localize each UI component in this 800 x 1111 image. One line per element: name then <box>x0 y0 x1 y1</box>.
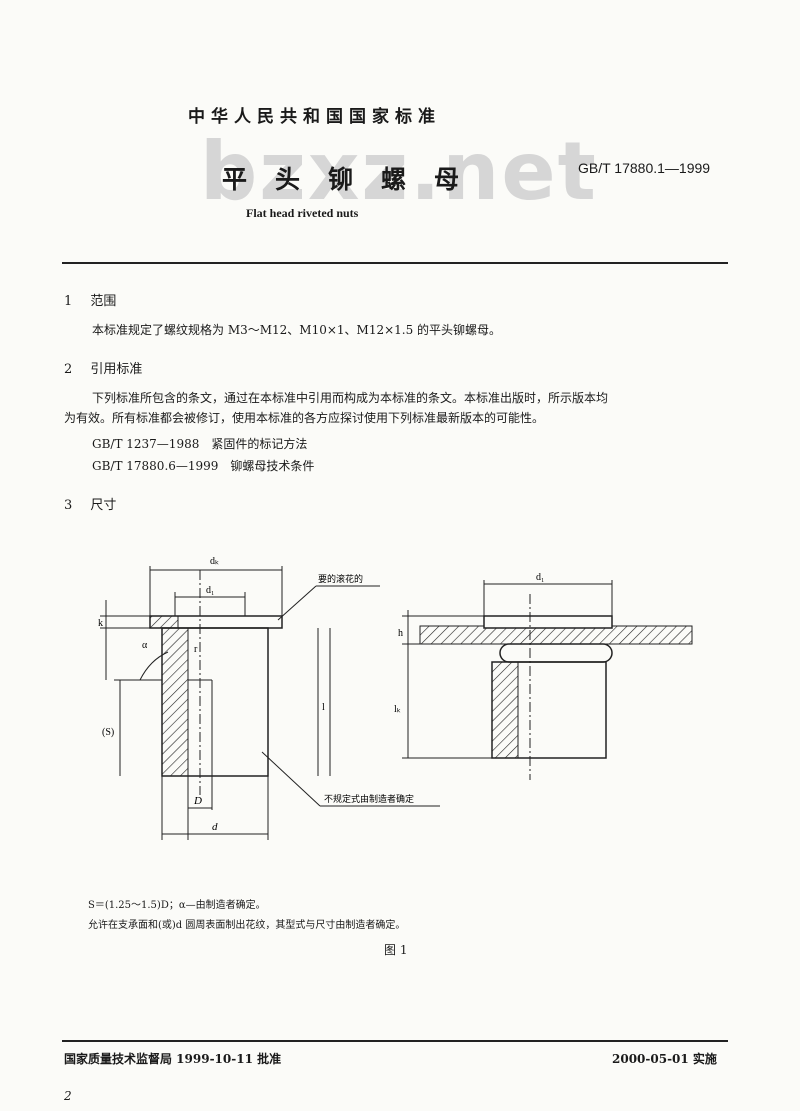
dim-h: h <box>398 628 403 639</box>
reference-1: GB/T 1237—1988 紧固件的标记方法 <box>92 437 308 451</box>
dim-d: d <box>212 821 218 833</box>
document-title-en: Flat head riveted nuts <box>246 206 359 220</box>
dim-d1: d₁ <box>206 585 215 596</box>
label-r: r <box>194 644 198 655</box>
section-title: 范围 <box>90 294 117 309</box>
watermark: bzxz.net <box>200 125 598 218</box>
section-title: 引用标准 <box>90 362 143 377</box>
section-3-heading: 3 尺寸 <box>64 494 116 513</box>
reference-2: GB/T 17880.6—1999 铆螺母技术条件 <box>92 459 315 473</box>
footer-rule <box>62 1040 728 1042</box>
section-2-para-2: 为有效。所有标准都会被修订，使用本标准的各方应探讨使用下列标准最新版本的可能性。 <box>64 411 545 425</box>
label-alpha: α <box>142 640 148 651</box>
document-title-cn: 平头铆螺母 <box>222 165 488 194</box>
header-rule <box>62 262 728 264</box>
figure-caption: 图 1 <box>384 943 408 957</box>
implementation-date: 2000-05-01 实施 <box>612 1052 717 1066</box>
figure-note-1: S＝(1.25～1.5)D；α—由制造者确定。 <box>88 900 266 911</box>
dim-D: D <box>193 795 202 807</box>
page-number: 2 <box>64 1089 72 1103</box>
standard-number: GB/T 17880.1—1999 <box>578 160 711 176</box>
rivet-nut-drawing: dₖ d₁ k α r (S) l D d 要的滚花的 不规定式由制造者确定 d… <box>98 556 693 840</box>
callout-knurl: 要的滚花的 <box>318 573 363 584</box>
dim-d1-right: d₁ <box>536 572 545 583</box>
section-2-para-1: 下列标准所包含的条文，通过在本标准中引用而构成为本标准的条文。本标准出版时，所示… <box>92 391 609 405</box>
section-2-heading: 2 引用标准 <box>64 358 142 377</box>
org-title: 中华人民共和国国家标准 <box>188 107 441 127</box>
left-view <box>100 566 440 840</box>
right-view <box>402 580 693 780</box>
section-title: 尺寸 <box>90 498 117 513</box>
section-number: 1 <box>64 294 73 309</box>
callout-ring: 不规定式由制造者确定 <box>324 793 414 804</box>
dim-dk: dₖ <box>210 556 219 567</box>
dim-k: k <box>98 618 103 629</box>
approval-line: 国家质量技术监督局 1999-10-11 批准 <box>64 1052 282 1066</box>
section-1-heading: 1 范围 <box>64 290 116 309</box>
dim-lk: lₖ <box>394 704 401 715</box>
section-number: 2 <box>64 362 73 377</box>
section-1-text: 本标准规定了螺纹规格为 M3～M12、M10×1、M12×1.5 的平头铆螺母。 <box>92 323 502 337</box>
section-number: 3 <box>64 498 73 513</box>
dim-l: l <box>322 702 325 713</box>
dim-s: (S) <box>102 727 114 738</box>
figure-note-2: 允许在支承面和(或)d 圆周表面制出花纹，其型式与尺寸由制造者确定。 <box>88 920 406 931</box>
